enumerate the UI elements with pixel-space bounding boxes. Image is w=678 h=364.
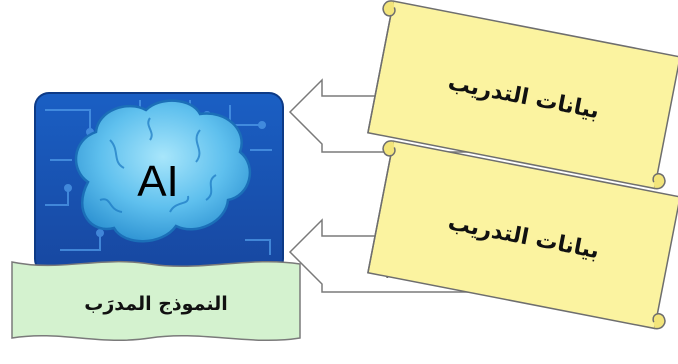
brain-icon (74, 99, 252, 243)
ai-model-chip: AI (34, 92, 284, 274)
trained-model-label: النموذج المدرَب (84, 293, 228, 315)
ai-label: AI (137, 157, 179, 206)
training-data-scroll-1: بيانات التدريب (367, 0, 678, 190)
training-data-scroll-2: بيانات التدريب (367, 140, 678, 330)
trained-model-banner: النموذج المدرَب (11, 260, 301, 342)
